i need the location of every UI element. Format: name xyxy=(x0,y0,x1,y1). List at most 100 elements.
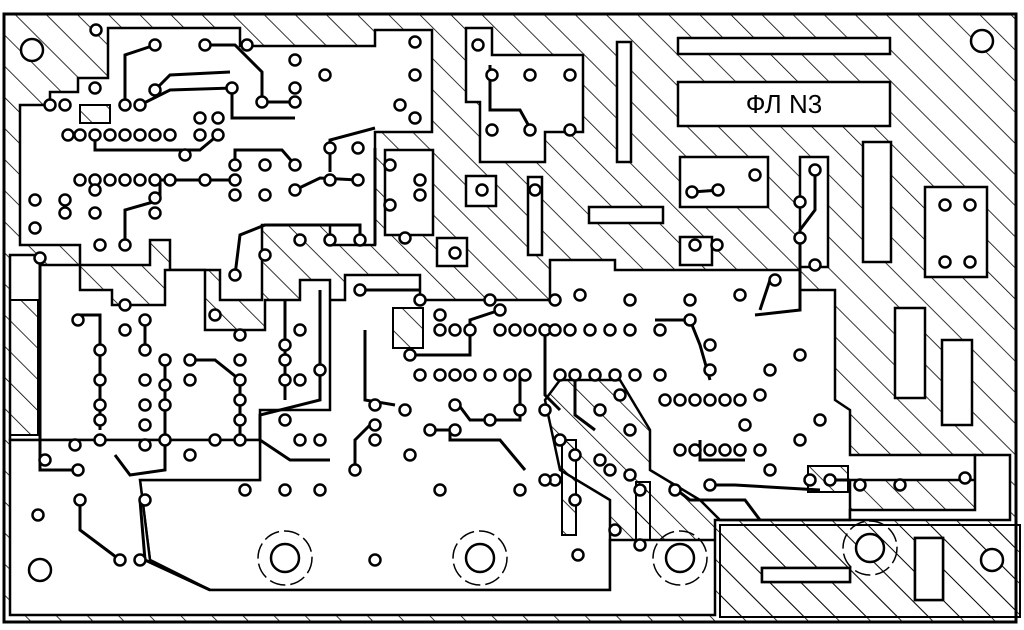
solder-pad xyxy=(633,538,647,552)
solder-pad xyxy=(193,111,207,125)
solder-pad xyxy=(118,238,132,252)
large-pad xyxy=(664,542,696,574)
solder-pad xyxy=(68,438,82,452)
solder-pad xyxy=(255,95,269,109)
solder-pad xyxy=(938,255,952,269)
solder-pad xyxy=(523,323,537,337)
solder-pad xyxy=(228,158,242,172)
solder-pad xyxy=(103,128,117,142)
solder-pad xyxy=(568,368,582,382)
bar-bottom-right-h2 xyxy=(760,566,852,584)
solder-pad xyxy=(485,68,499,82)
solder-pad xyxy=(383,158,397,172)
solder-pad xyxy=(43,98,57,112)
solder-pad xyxy=(148,173,162,187)
solder-pad xyxy=(733,288,747,302)
solder-pad xyxy=(475,183,489,197)
solder-pad xyxy=(793,195,807,209)
solder-pad xyxy=(368,398,382,412)
pocket-1 xyxy=(79,104,111,124)
solder-pad xyxy=(28,221,42,235)
solder-pad xyxy=(768,273,782,287)
solder-pad xyxy=(463,323,477,337)
solder-pad xyxy=(233,433,247,447)
solder-pad xyxy=(133,128,147,142)
solder-pad xyxy=(138,313,152,327)
solder-pad xyxy=(71,313,85,327)
solder-pad xyxy=(483,368,497,382)
solder-pad xyxy=(433,483,447,497)
solder-pad xyxy=(563,323,577,337)
solder-pad xyxy=(408,68,422,82)
pads xyxy=(28,23,977,567)
mounting-holes xyxy=(19,28,1005,583)
solder-pad xyxy=(623,323,637,337)
large-pad xyxy=(464,542,496,574)
solder-pad xyxy=(158,398,172,412)
solder-pad xyxy=(288,95,302,109)
pocket-3 xyxy=(561,439,577,536)
solder-pad xyxy=(103,173,117,187)
solder-pad xyxy=(31,508,45,522)
solder-pad xyxy=(493,323,507,337)
solder-pad xyxy=(233,373,247,387)
solder-pad xyxy=(513,483,527,497)
solder-pad xyxy=(408,111,422,125)
solder-pad xyxy=(93,343,107,357)
solder-pad xyxy=(208,308,222,322)
solder-pad xyxy=(608,368,622,382)
solder-pad xyxy=(793,348,807,362)
solder-pad xyxy=(393,98,407,112)
solder-pad xyxy=(623,468,637,482)
solder-pad xyxy=(211,128,225,142)
solder-pad xyxy=(963,198,977,212)
bar-vertical-2 xyxy=(526,175,544,257)
solder-pad xyxy=(688,393,702,407)
solder-pad xyxy=(313,363,327,377)
solder-pad xyxy=(93,373,107,387)
bar-horizontal-mid xyxy=(587,205,665,225)
large-pad-ring xyxy=(652,530,708,586)
solder-pad xyxy=(233,328,247,342)
solder-pad xyxy=(593,453,607,467)
solder-pad xyxy=(240,38,254,52)
solder-pad xyxy=(61,128,75,142)
solder-pad xyxy=(733,443,747,457)
solder-pad xyxy=(623,423,637,437)
solder-pad xyxy=(258,248,272,262)
solder-pad xyxy=(158,433,172,447)
solder-pad xyxy=(288,183,302,197)
solder-pad xyxy=(448,423,462,437)
solder-pad xyxy=(563,123,577,137)
solder-pad xyxy=(323,233,337,247)
solder-pad xyxy=(673,393,687,407)
solder-pad xyxy=(158,378,172,392)
large-pad xyxy=(854,532,886,564)
mounting-hole xyxy=(969,28,995,54)
solder-pad xyxy=(208,433,222,447)
mounting-hole xyxy=(27,557,53,583)
solder-pad xyxy=(398,231,412,245)
component-box-2 xyxy=(923,185,989,279)
solder-pad xyxy=(323,141,337,155)
solder-pad xyxy=(763,463,777,477)
solder-pad xyxy=(553,368,567,382)
solder-pad xyxy=(613,388,627,402)
solder-pad xyxy=(163,128,177,142)
solder-pad xyxy=(553,433,567,447)
solder-pad xyxy=(653,368,667,382)
solder-pad xyxy=(403,448,417,462)
solder-pad xyxy=(548,323,562,337)
solder-pad xyxy=(893,478,907,492)
solder-pad xyxy=(288,53,302,67)
pocket-2 xyxy=(392,307,424,349)
solder-pad xyxy=(513,403,527,417)
solder-pad xyxy=(413,368,427,382)
solder-pad xyxy=(573,288,587,302)
solder-pad xyxy=(288,81,302,95)
solder-pad xyxy=(93,413,107,427)
solder-pad xyxy=(133,98,147,112)
solder-pad xyxy=(538,403,552,417)
solder-pad xyxy=(528,183,542,197)
solder-pad xyxy=(293,233,307,247)
